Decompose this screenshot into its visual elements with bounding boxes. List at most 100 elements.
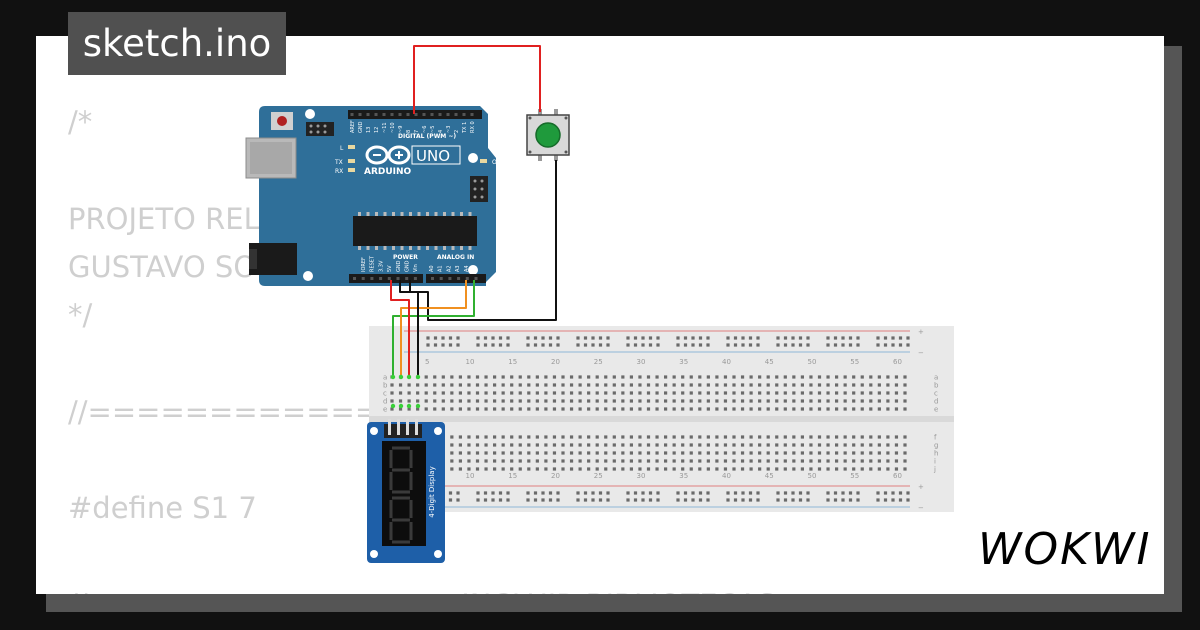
breadboard-hole[interactable] — [800, 383, 804, 387]
breadboard-hole[interactable] — [646, 467, 651, 471]
breadboard-hole[interactable] — [552, 399, 557, 403]
power-pin[interactable] — [361, 277, 365, 280]
breadboard-hole[interactable] — [407, 391, 411, 395]
rail-hole[interactable] — [448, 343, 453, 347]
breadboard-hole[interactable] — [723, 443, 728, 447]
rail-hole[interactable] — [756, 491, 760, 495]
breadboard-hole[interactable] — [792, 399, 796, 403]
rail-hole[interactable] — [806, 498, 810, 502]
breadboard-hole[interactable] — [484, 443, 488, 447]
rail-hole[interactable] — [691, 336, 695, 340]
breadboard-hole[interactable] — [450, 459, 454, 463]
breadboard-hole[interactable] — [638, 459, 642, 463]
breadboard-hole[interactable] — [732, 435, 736, 439]
breadboard-hole[interactable] — [877, 375, 881, 379]
breadboard-hole[interactable] — [518, 443, 522, 447]
breadboard-hole[interactable] — [740, 375, 745, 379]
breadboard-hole[interactable] — [740, 443, 745, 447]
breadboard-hole[interactable] — [689, 443, 693, 447]
breadboard-hole[interactable] — [817, 467, 822, 471]
breadboard-hole[interactable] — [441, 383, 445, 387]
breadboard-hole[interactable] — [783, 451, 787, 455]
breadboard-hole[interactable] — [604, 375, 608, 379]
breadboard-hole[interactable] — [595, 443, 599, 447]
breadboard-hole[interactable] — [877, 443, 881, 447]
breadboard-hole[interactable] — [535, 435, 539, 439]
breadboard-hole[interactable] — [843, 399, 847, 403]
breadboard-hole[interactable] — [749, 451, 753, 455]
rail-hole[interactable] — [648, 336, 653, 340]
button-cap[interactable] — [535, 122, 561, 148]
breadboard-hole[interactable] — [595, 435, 599, 439]
breadboard-hole[interactable] — [578, 451, 582, 455]
breadboard-hole[interactable] — [775, 451, 779, 455]
breadboard-hole[interactable] — [766, 451, 770, 455]
rail-hole[interactable] — [606, 491, 610, 495]
breadboard-hole[interactable] — [732, 459, 736, 463]
breadboard-hole[interactable] — [826, 399, 830, 403]
rail-hole[interactable] — [483, 491, 488, 495]
breadboard-hole[interactable] — [689, 391, 693, 395]
breadboard-hole[interactable] — [852, 407, 856, 411]
breadboard-hole[interactable] — [467, 451, 471, 455]
breadboard-hole[interactable] — [809, 467, 813, 471]
breadboard-hole[interactable] — [792, 443, 796, 447]
breadboard-hole[interactable] — [809, 399, 813, 403]
breadboard-hole[interactable] — [809, 435, 813, 439]
breadboard-hole[interactable] — [775, 399, 779, 403]
breadboard-hole[interactable] — [706, 399, 710, 403]
breadboard-hole[interactable] — [578, 391, 582, 395]
breadboard-hole[interactable] — [732, 451, 736, 455]
rail-hole[interactable] — [783, 491, 788, 495]
breadboard-hole[interactable] — [826, 467, 830, 471]
rail-hole[interactable] — [633, 491, 638, 495]
breadboard-hole[interactable] — [758, 435, 762, 439]
breadboard-hole[interactable] — [775, 383, 779, 387]
breadboard-hole[interactable] — [715, 443, 719, 447]
breadboard-hole[interactable] — [664, 435, 668, 439]
breadboard-hole[interactable] — [587, 435, 591, 439]
breadboard-hole[interactable] — [535, 391, 539, 395]
breadboard-hole[interactable] — [869, 435, 873, 439]
rail-hole[interactable] — [676, 336, 680, 340]
breadboard-hole[interactable] — [655, 443, 659, 447]
breadboard-hole[interactable] — [638, 467, 642, 471]
rail-hole[interactable] — [526, 498, 530, 502]
breadboard-hole[interactable] — [612, 467, 616, 471]
rail-hole[interactable] — [656, 498, 660, 502]
rail-hole[interactable] — [606, 336, 610, 340]
breadboard-hole[interactable] — [766, 459, 770, 463]
rail-hole[interactable] — [533, 498, 538, 502]
breadboard-hole[interactable] — [484, 467, 488, 471]
breadboard-hole[interactable] — [552, 459, 557, 463]
breadboard-hole[interactable] — [681, 435, 685, 439]
breadboard-hole[interactable] — [629, 383, 633, 387]
breadboard-hole[interactable] — [416, 391, 420, 395]
breadboard-hole[interactable] — [621, 467, 625, 471]
breadboard-hole[interactable] — [604, 399, 608, 403]
breadboard-hole[interactable] — [766, 435, 770, 439]
breadboard-hole[interactable] — [527, 391, 531, 395]
breadboard-hole[interactable] — [877, 459, 881, 463]
breadboard-hole[interactable] — [835, 375, 839, 379]
rail-hole[interactable] — [876, 343, 880, 347]
rail-hole[interactable] — [906, 336, 910, 340]
breadboard-hole[interactable] — [518, 391, 522, 395]
breadboard-hole[interactable] — [629, 399, 633, 403]
rail-hole[interactable] — [848, 336, 853, 340]
breadboard-hole[interactable] — [595, 459, 599, 463]
breadboard-hole[interactable] — [749, 407, 753, 411]
breadboard-hole[interactable] — [604, 467, 608, 471]
breadboard-hole[interactable] — [578, 383, 582, 387]
breadboard-hole[interactable] — [843, 375, 847, 379]
breadboard-hole[interactable] — [894, 375, 899, 379]
breadboard-hole[interactable] — [903, 407, 907, 411]
breadboard-hole[interactable] — [569, 375, 574, 379]
breadboard-hole[interactable] — [766, 391, 770, 395]
rail-hole[interactable] — [626, 343, 630, 347]
breadboard-hole[interactable] — [792, 407, 796, 411]
rail-hole[interactable] — [841, 343, 845, 347]
analog-pin[interactable] — [439, 277, 443, 280]
rail-hole[interactable] — [556, 491, 560, 495]
breadboard-hole[interactable] — [544, 407, 548, 411]
